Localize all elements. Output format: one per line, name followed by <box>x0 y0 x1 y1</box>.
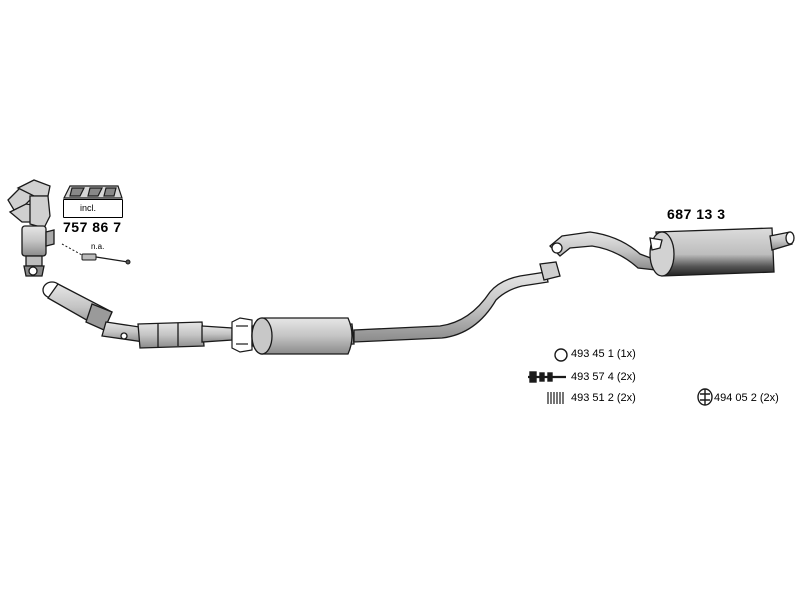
middle-silencer <box>251 317 355 355</box>
spring-icon <box>547 392 564 404</box>
pipe-clamp <box>231 317 253 353</box>
legend-text[interactable]: 493 57 4 (2x) <box>571 371 636 383</box>
lambda-sensor <box>61 243 131 265</box>
legend-item: 493 51 2 (2x) <box>571 392 636 404</box>
gasket-kit-box <box>63 185 123 199</box>
part-number-rear-silencer[interactable]: 687 13 3 <box>667 206 726 222</box>
legend-item: 494 05 2 (2x) <box>714 392 779 404</box>
intermediate-pipe <box>353 261 561 343</box>
legend-text[interactable]: 493 45 1 (1x) <box>571 348 636 360</box>
catalytic-converter <box>137 321 233 349</box>
incl-label: incl. <box>80 203 97 213</box>
legend-text[interactable]: 493 51 2 (2x) <box>571 392 636 404</box>
legend-item: 493 45 1 (1x) <box>571 348 636 360</box>
front-pipe <box>42 281 147 343</box>
legend-text[interactable]: 494 05 2 (2x) <box>714 392 779 404</box>
legend-icons <box>528 348 713 406</box>
rear-silencer <box>549 227 795 277</box>
exhaust-manifold <box>7 179 55 277</box>
bolt-icon <box>528 371 566 383</box>
incl-box <box>63 199 123 218</box>
rubber-mount-icon <box>697 388 713 406</box>
part-number-manifold[interactable]: 757 86 7 <box>63 219 122 235</box>
legend-item: 493 57 4 (2x) <box>571 371 636 383</box>
ring-clamp-icon <box>554 348 568 362</box>
sensor-na-label: n.a. <box>91 242 105 251</box>
